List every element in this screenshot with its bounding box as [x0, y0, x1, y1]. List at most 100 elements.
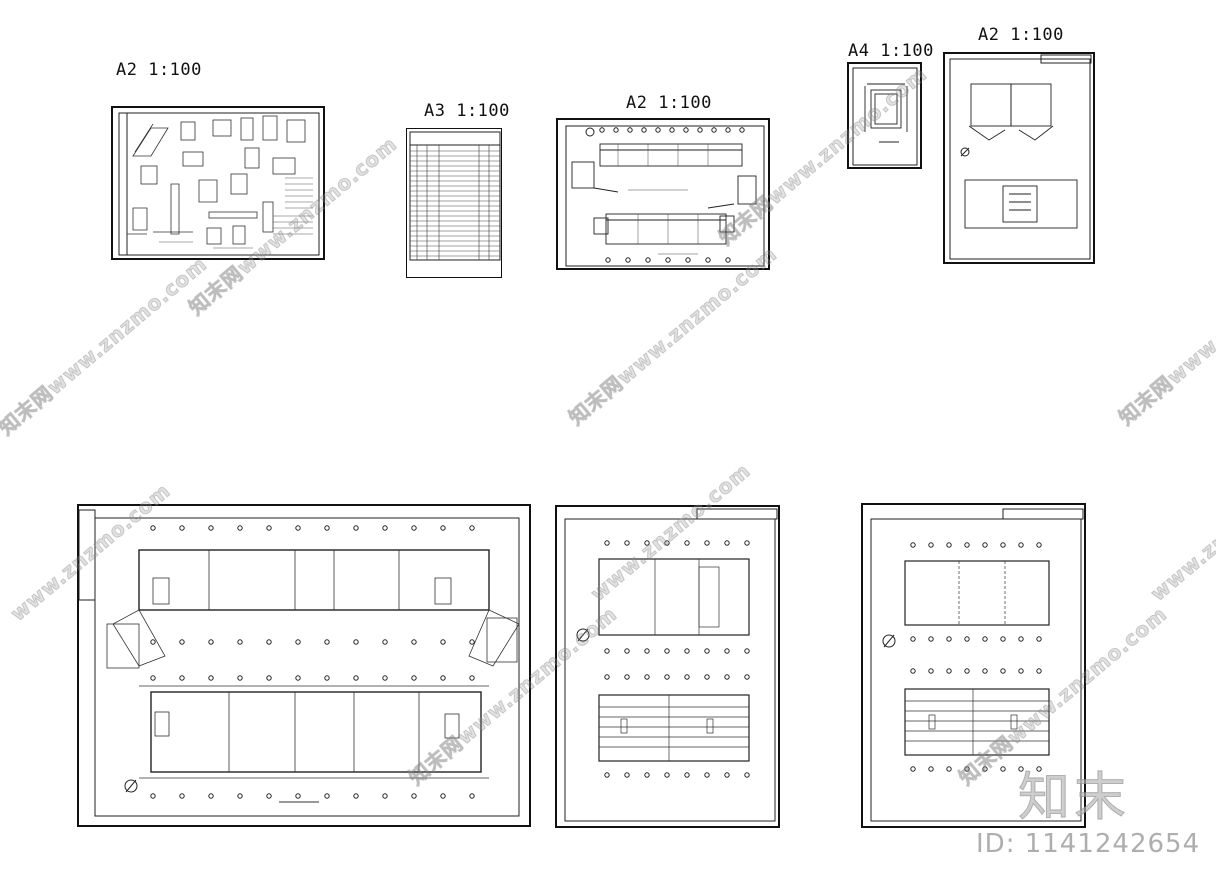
floor-plans-drawing — [79, 509, 520, 817]
axis-bubble — [697, 127, 703, 133]
axis-bubble — [725, 127, 731, 133]
axis-bubble — [382, 525, 388, 531]
axis-bubble — [928, 542, 934, 548]
axis-bubble — [440, 639, 446, 645]
axis-bubble — [324, 793, 330, 799]
sheet-label-a2-details: A2 1:100 — [116, 60, 202, 80]
axis-bubble — [724, 540, 730, 546]
axis-bubble — [150, 639, 156, 645]
drawing-sheet-a4-detail[interactable] — [847, 62, 922, 169]
roof-plan-1-drawing — [564, 508, 778, 822]
a4-detail-drawing — [852, 67, 918, 166]
axis-bubble — [1018, 636, 1024, 642]
brand-logo: 知末 — [1017, 768, 1131, 829]
axis-bubble — [605, 257, 611, 263]
axis-bubble — [382, 675, 388, 681]
axis-bubble — [179, 525, 185, 531]
axis-bubble — [324, 639, 330, 645]
plan-drawing — [565, 125, 765, 267]
axis-bubble — [1018, 542, 1024, 548]
axis-bubble — [683, 127, 689, 133]
drawing-sheet-index[interactable] — [406, 128, 502, 278]
axis-bubble — [644, 674, 650, 680]
axis-bubble — [725, 257, 731, 263]
axis-bubble — [664, 674, 670, 680]
watermark: 知末网www.znzmo.com — [0, 251, 212, 440]
axis-bubble — [324, 525, 330, 531]
axis-bubble — [1018, 766, 1024, 772]
axis-bubble — [982, 766, 988, 772]
axis-bubble — [684, 540, 690, 546]
asset-id-text: ID: 1141242654 — [976, 829, 1201, 859]
axis-bubble — [1036, 766, 1042, 772]
axis-bubble — [411, 639, 417, 645]
axis-bubble — [704, 772, 710, 778]
axis-bubble — [324, 675, 330, 681]
axis-bubble — [982, 668, 988, 674]
axis-bubble — [946, 668, 952, 674]
axis-bubble — [469, 525, 475, 531]
axis-bubble — [928, 766, 934, 772]
axis-bubble — [150, 525, 156, 531]
axis-bubble — [440, 525, 446, 531]
axis-bubble — [440, 793, 446, 799]
drawing-sheet-details[interactable] — [111, 106, 325, 260]
axis-bubble — [684, 648, 690, 654]
axis-bubble — [624, 648, 630, 654]
stair-drawing — [949, 54, 1092, 260]
axis-bubble — [705, 257, 711, 263]
axis-bubble — [604, 674, 610, 680]
axis-bubble — [411, 793, 417, 799]
axis-bubble — [644, 540, 650, 546]
drawing-sheet-roof-plan-1[interactable] — [555, 505, 780, 828]
axis-bubble — [599, 127, 605, 133]
drawing-sheet-plan[interactable] — [556, 118, 770, 270]
axis-bubble — [624, 772, 630, 778]
axis-bubble — [645, 257, 651, 263]
axis-bubble — [627, 127, 633, 133]
sheet-label-a3-index: A3 1:100 — [424, 101, 510, 121]
axis-bubble — [150, 793, 156, 799]
axis-bubble — [964, 636, 970, 642]
axis-bubble — [928, 636, 934, 642]
axis-bubble — [208, 793, 214, 799]
drawing-sheet-stair[interactable] — [943, 52, 1095, 264]
drawing-sheet-floor-plans[interactable] — [77, 504, 531, 827]
axis-bubble — [1036, 668, 1042, 674]
drawing-sheet-roof-plan-2[interactable] — [861, 503, 1086, 828]
axis-bubble — [624, 540, 630, 546]
axis-bubble — [295, 639, 301, 645]
axis-bubble — [1000, 668, 1006, 674]
axis-bubble — [266, 793, 272, 799]
axis-bubble — [353, 639, 359, 645]
details-drawing — [118, 112, 320, 256]
axis-bubble — [237, 675, 243, 681]
axis-bubble — [1036, 542, 1042, 548]
axis-bubble — [684, 674, 690, 680]
axis-bubble — [604, 540, 610, 546]
axis-bubble — [910, 668, 916, 674]
axis-bubble — [179, 675, 185, 681]
axis-bubble — [266, 525, 272, 531]
axis-bubble — [613, 127, 619, 133]
axis-bubble — [685, 257, 691, 263]
axis-bubble — [910, 636, 916, 642]
axis-bubble — [625, 257, 631, 263]
axis-bubble — [1036, 636, 1042, 642]
axis-bubble — [655, 127, 661, 133]
axis-bubbles-top — [599, 127, 745, 133]
axis-bubble — [266, 639, 272, 645]
axis-bubble — [946, 766, 952, 772]
axis-bubble — [641, 127, 647, 133]
axis-bubble — [964, 668, 970, 674]
axis-bubble — [353, 525, 359, 531]
axis-bubble — [179, 639, 185, 645]
axis-bubble — [1000, 542, 1006, 548]
axis-bubble — [208, 675, 214, 681]
axis-bubble — [684, 772, 690, 778]
axis-bubble — [982, 542, 988, 548]
axis-bubble — [604, 772, 610, 778]
axis-bubble — [664, 648, 670, 654]
watermark: 知末网www.znzmo.com — [1114, 241, 1216, 430]
axis-bubble — [644, 648, 650, 654]
